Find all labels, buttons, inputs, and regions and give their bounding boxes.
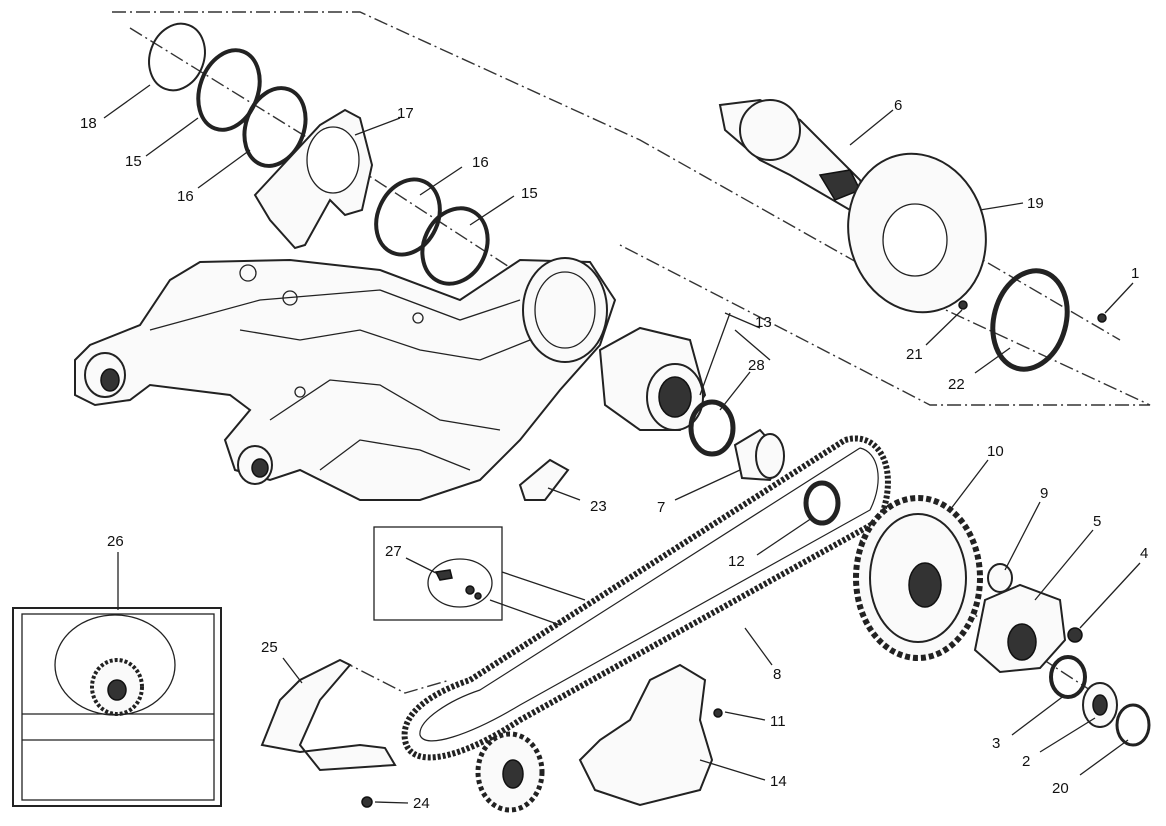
callout-15-lower: 15 [521,185,538,202]
eccentric-hub-13 [598,326,707,431]
chain-guide-25 [260,658,397,808]
callout-11: 11 [770,713,786,730]
seal-ring-28 [688,399,736,457]
washer-3 [1049,655,1087,699]
ring-16-lower [374,177,442,257]
spacer-7 [733,428,785,482]
callout-10: 10 [987,443,1004,460]
rear-wheel-shaft-6 [718,98,870,212]
rear-sprocket-10 [853,495,983,661]
callout-17: 17 [397,105,414,122]
callout-16-upper: 16 [177,188,194,205]
callout-24: 24 [413,795,430,812]
callout-21: 21 [906,346,923,363]
callout-6: 6 [894,97,902,114]
callout-7: 7 [657,499,665,516]
callout-14: 14 [770,773,787,790]
ring-nut-2 [1082,682,1118,728]
screw-1 [1097,313,1107,323]
callout-26: 26 [107,533,124,550]
callout-8: 8 [773,666,781,683]
callout-12: 12 [728,553,745,570]
callout-9: 9 [1040,485,1048,502]
screw-21 [958,300,968,310]
callout-4: 4 [1140,545,1148,562]
leader-lines [103,84,1141,804]
nut-4 [1067,627,1083,643]
drive-chain-8 [401,435,891,761]
ring-16-upper [242,86,308,168]
callout-28: 28 [748,357,765,374]
inset-box-26 [12,607,222,807]
brake-disc-19 [847,152,987,314]
callout-3: 3 [992,735,1000,752]
callout-13: 13 [755,314,772,331]
spacer-9 [987,563,1013,593]
callout-16-lower: 16 [472,154,489,171]
callout-20: 20 [1052,780,1069,797]
caliper-bracket-17 [253,108,374,250]
circlip-18 [148,22,206,92]
chain-guard-14 [578,663,723,807]
front-sprocket [475,731,545,813]
callout-1: 1 [1131,265,1139,282]
inset-box-27 [373,526,586,626]
circlip-20 [1115,703,1151,747]
callout-5: 5 [1093,513,1101,530]
washer-12 [803,480,841,526]
swingarm [74,257,617,501]
callout-2: 2 [1022,753,1030,770]
phonic-wheel-22 [990,268,1070,372]
ring-15-lower [420,206,490,286]
callout-18: 18 [80,115,97,132]
ring-15-upper [196,48,262,132]
callout-27: 27 [385,543,402,560]
callout-23: 23 [590,498,607,515]
callout-labels: 18 15 16 17 16 15 6 19 1 21 22 13 28 7 2… [80,97,1148,812]
callout-15-upper: 15 [125,153,142,170]
callout-25: 25 [261,639,278,656]
callout-19: 19 [1027,195,1044,212]
callout-22: 22 [948,376,965,393]
sprocket-flange-5 [973,583,1067,674]
seal-23 [518,458,570,501]
